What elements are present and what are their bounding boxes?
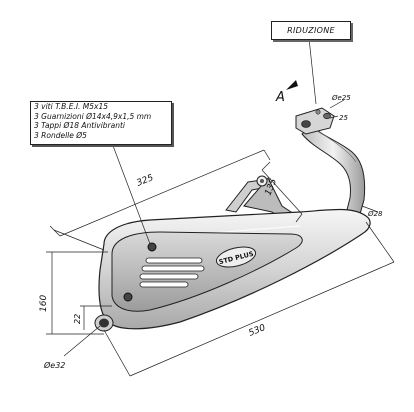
dim-325: 325: [135, 173, 155, 189]
parts-list-item: 3 Guarnizioni Ø14x4,9x1,5 mm: [34, 111, 152, 121]
shield-screw-top: [147, 242, 157, 252]
reduction-label: RIDUZIONE: [271, 21, 351, 40]
logo-badge: STD PLUS: [215, 246, 257, 268]
parts-list-item: 3 viti T.B.E.I. M5x15: [34, 102, 109, 111]
dim-22: 22: [73, 314, 82, 324]
view-marker-label: A: [275, 90, 285, 105]
shield-slots: [139, 257, 205, 288]
outlet-tip: [94, 314, 114, 332]
dim-530: 530: [247, 323, 267, 339]
dim-flange-diameter: Øe25: [331, 94, 351, 102]
header-pipe: [301, 125, 366, 215]
flange: [295, 107, 335, 135]
dim-outlet-diameter: Øe32: [43, 360, 65, 370]
view-arrow: A: [275, 80, 298, 105]
parts-list-box: 3 viti T.B.E.I. M5x15 3 Guarnizioni Ø14x…: [30, 101, 172, 145]
dim-160: 160: [39, 295, 49, 312]
dimension-lines: [46, 37, 395, 377]
dim-flange-secondary: 25: [339, 114, 348, 122]
shield-screw-bottom: [123, 292, 133, 302]
parts-list-item: 3 Rondelle Ø5: [34, 130, 87, 140]
parts-list-item: 3 Tappi Ø18 Antivibranti: [34, 121, 126, 130]
dim-pipe-diameter: Ø28: [367, 210, 383, 218]
